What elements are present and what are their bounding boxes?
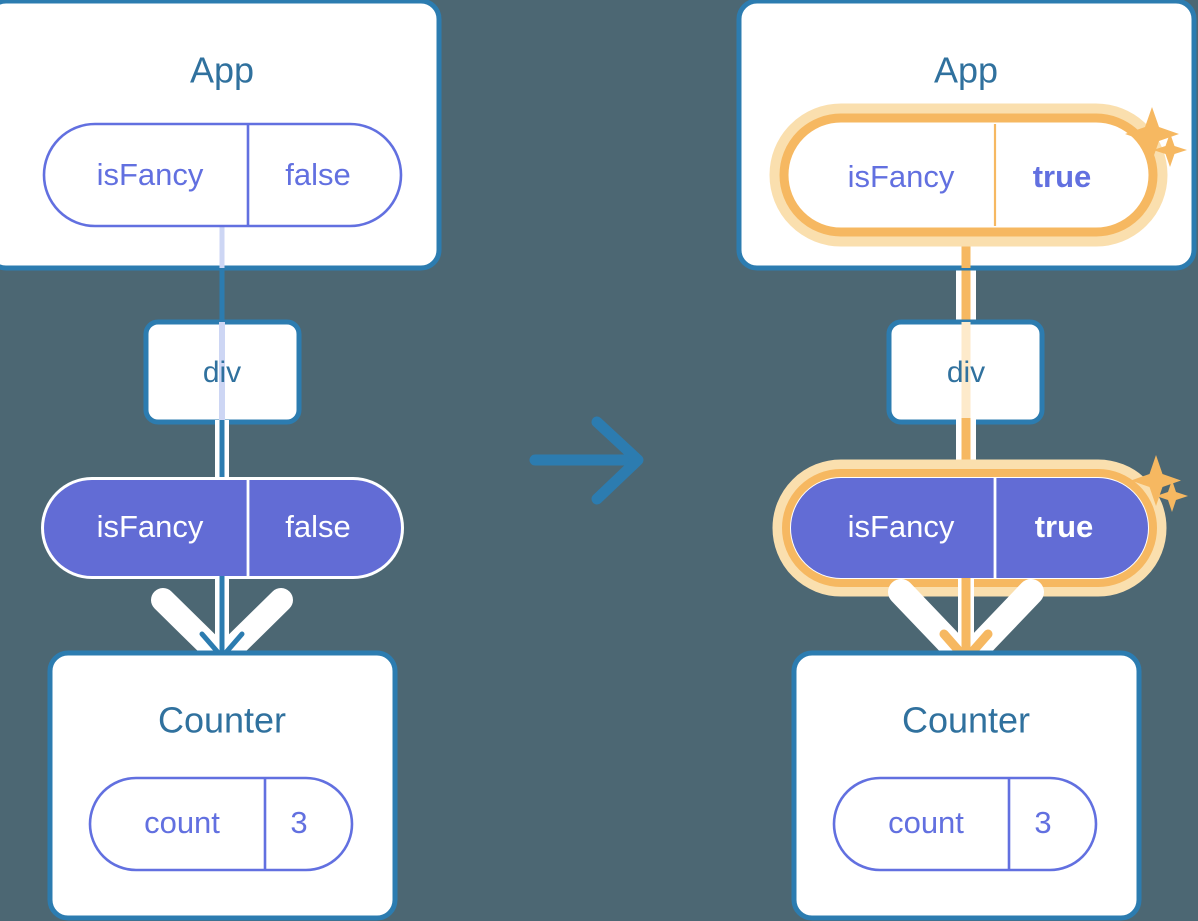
- app-state-pill-name: isFancy: [97, 157, 204, 192]
- prop-pill-name: isFancy: [848, 509, 955, 544]
- prop-pill-value: true: [1035, 509, 1094, 544]
- counter-title: Counter: [902, 700, 1030, 741]
- sparkle-small-icon: [1156, 480, 1188, 512]
- counter-state-pill-name: count: [144, 805, 220, 840]
- prop-pill: isFancy true: [772, 459, 1167, 597]
- app-state-pill: isFancy true: [769, 103, 1168, 247]
- prop-pill-name: isFancy: [97, 509, 204, 544]
- counter-box: Counter count 3: [791, 650, 1142, 921]
- app-state-pill-value: false: [285, 157, 350, 192]
- app-state-pill-value: true: [1033, 159, 1092, 194]
- counter-title: Counter: [158, 700, 286, 741]
- counter-state-pill-name: count: [888, 805, 964, 840]
- arrow-prop-to-counter: [151, 576, 293, 670]
- transition-arrow-right-icon: [529, 416, 644, 505]
- app-title: App: [934, 50, 998, 91]
- sparkle-small-icon: [1153, 133, 1187, 167]
- panel-before: App isFancy false div: [0, 0, 442, 921]
- highlight-glow: [769, 103, 1168, 247]
- sparkle-large-icon: [1131, 455, 1181, 506]
- highlight-ring: [779, 113, 1158, 237]
- app-state-pill: isFancy false: [42, 122, 403, 228]
- counter-state-pill: count 3: [832, 776, 1098, 872]
- counter-state-pill-value: 3: [290, 805, 307, 840]
- counter-box: Counter count 3: [47, 650, 398, 921]
- prop-pill-value: false: [285, 509, 350, 544]
- div-label: div: [947, 356, 985, 389]
- panel-after: App isFancy true div: [736, 0, 1197, 921]
- app-title: App: [190, 50, 254, 91]
- div-label: div: [203, 356, 241, 389]
- counter-state-pill: count 3: [88, 776, 354, 872]
- counter-state-pill-value: 3: [1034, 805, 1051, 840]
- sparkle-large-icon: [1125, 107, 1179, 161]
- app-state-pill-name: isFancy: [848, 159, 955, 194]
- prop-pill: isFancy false: [41, 477, 404, 579]
